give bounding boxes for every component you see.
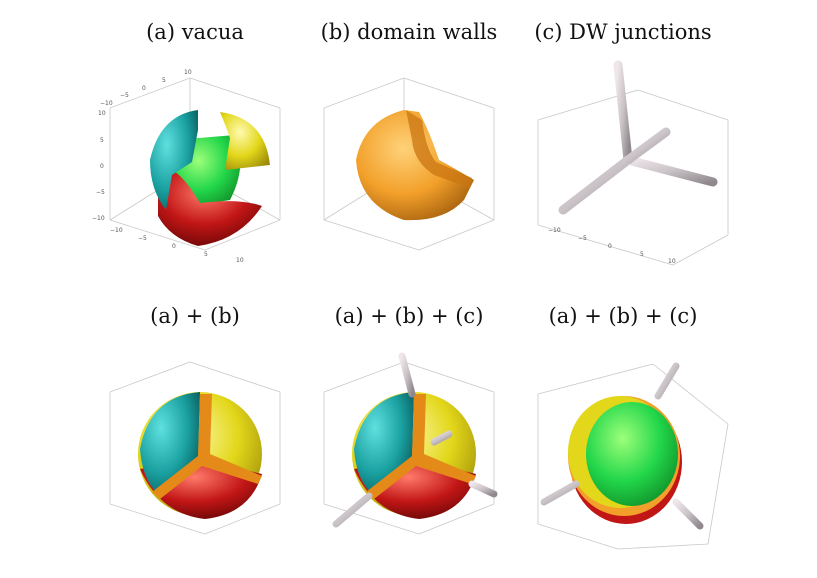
domain-wall-surface xyxy=(366,394,476,499)
tick-label: −10 xyxy=(548,227,561,234)
panel-title: (a) + (b) + (c) xyxy=(334,304,484,328)
vacuum-yellow-region xyxy=(220,112,270,170)
panel-a-plus-b-plus-c-rotated: (a) + (b) + (c) xyxy=(498,304,748,554)
panel-title: (a) vacua xyxy=(146,20,244,44)
tick-label: 0 xyxy=(142,85,146,92)
vacuum-red-region xyxy=(158,169,262,246)
tick-label: −10 xyxy=(92,215,105,222)
tick-label: 0 xyxy=(100,163,104,170)
plot-a-plus-b-plus-c xyxy=(323,352,498,535)
tick-label: 10 xyxy=(236,257,244,264)
panel-title: (a) + (b) + (c) xyxy=(548,304,698,328)
junction-tubes xyxy=(332,352,498,528)
junction-tubes xyxy=(540,362,704,530)
plot-a-plus-b xyxy=(109,361,281,535)
tick-label: −10 xyxy=(100,100,113,107)
tick-label: 5 xyxy=(100,137,104,144)
tick-label: 0 xyxy=(608,243,612,250)
panel-vacua: (a) vacua 10 5 0 −5 −10 10 5 0 −5 −10 −1… xyxy=(70,20,320,270)
panel-dw-junctions: (c) DW junctions −10 −5 0 5 10 xyxy=(498,20,748,270)
panel-a-plus-b: (a) + (b) xyxy=(70,304,320,554)
domain-wall-surface xyxy=(152,394,262,499)
tick-label: 10 xyxy=(184,69,192,76)
tick-label: 5 xyxy=(162,77,166,84)
domain-wall-ridge xyxy=(406,110,472,188)
panel-title: (c) DW junctions xyxy=(534,20,712,44)
tick-label: 10 xyxy=(98,110,106,117)
panel-title: (b) domain walls xyxy=(320,20,498,44)
tick-label: 5 xyxy=(640,251,644,258)
tick-labels: 10 5 0 −5 −10 10 5 0 −5 −10 −10 −5 0 5 1… xyxy=(92,69,244,264)
junction-tubes xyxy=(558,60,718,215)
tick-label: 5 xyxy=(204,251,208,258)
plot-domain-walls xyxy=(323,77,495,251)
vacuum-green-region xyxy=(586,402,678,506)
tick-label: −5 xyxy=(120,92,129,99)
bounding-box xyxy=(109,361,281,535)
tick-label: −10 xyxy=(110,227,123,234)
plot-a-plus-b-plus-c-rotated xyxy=(537,362,729,550)
vacuum-cyan-region xyxy=(150,110,198,210)
tick-label: −5 xyxy=(578,235,587,242)
tick-label: −5 xyxy=(96,189,105,196)
plot-dw-junctions: −10 −5 0 5 10 xyxy=(537,60,729,266)
tick-label: −5 xyxy=(138,235,147,242)
tick-labels: −10 −5 0 5 10 xyxy=(548,227,676,265)
plot-vacua: 10 5 0 −5 −10 10 5 0 −5 −10 −10 −5 0 5 1… xyxy=(92,69,281,264)
bounding-box xyxy=(323,361,495,535)
domain-wall-surface xyxy=(356,110,474,221)
bounding-box xyxy=(537,363,729,550)
panel-title: (a) + (b) xyxy=(150,304,240,328)
panel-a-plus-b-plus-c: (a) + (b) + (c) xyxy=(284,304,534,554)
tick-label: 10 xyxy=(668,258,676,265)
panel-domain-walls: (b) domain walls xyxy=(284,20,534,270)
tick-label: 0 xyxy=(172,243,176,250)
